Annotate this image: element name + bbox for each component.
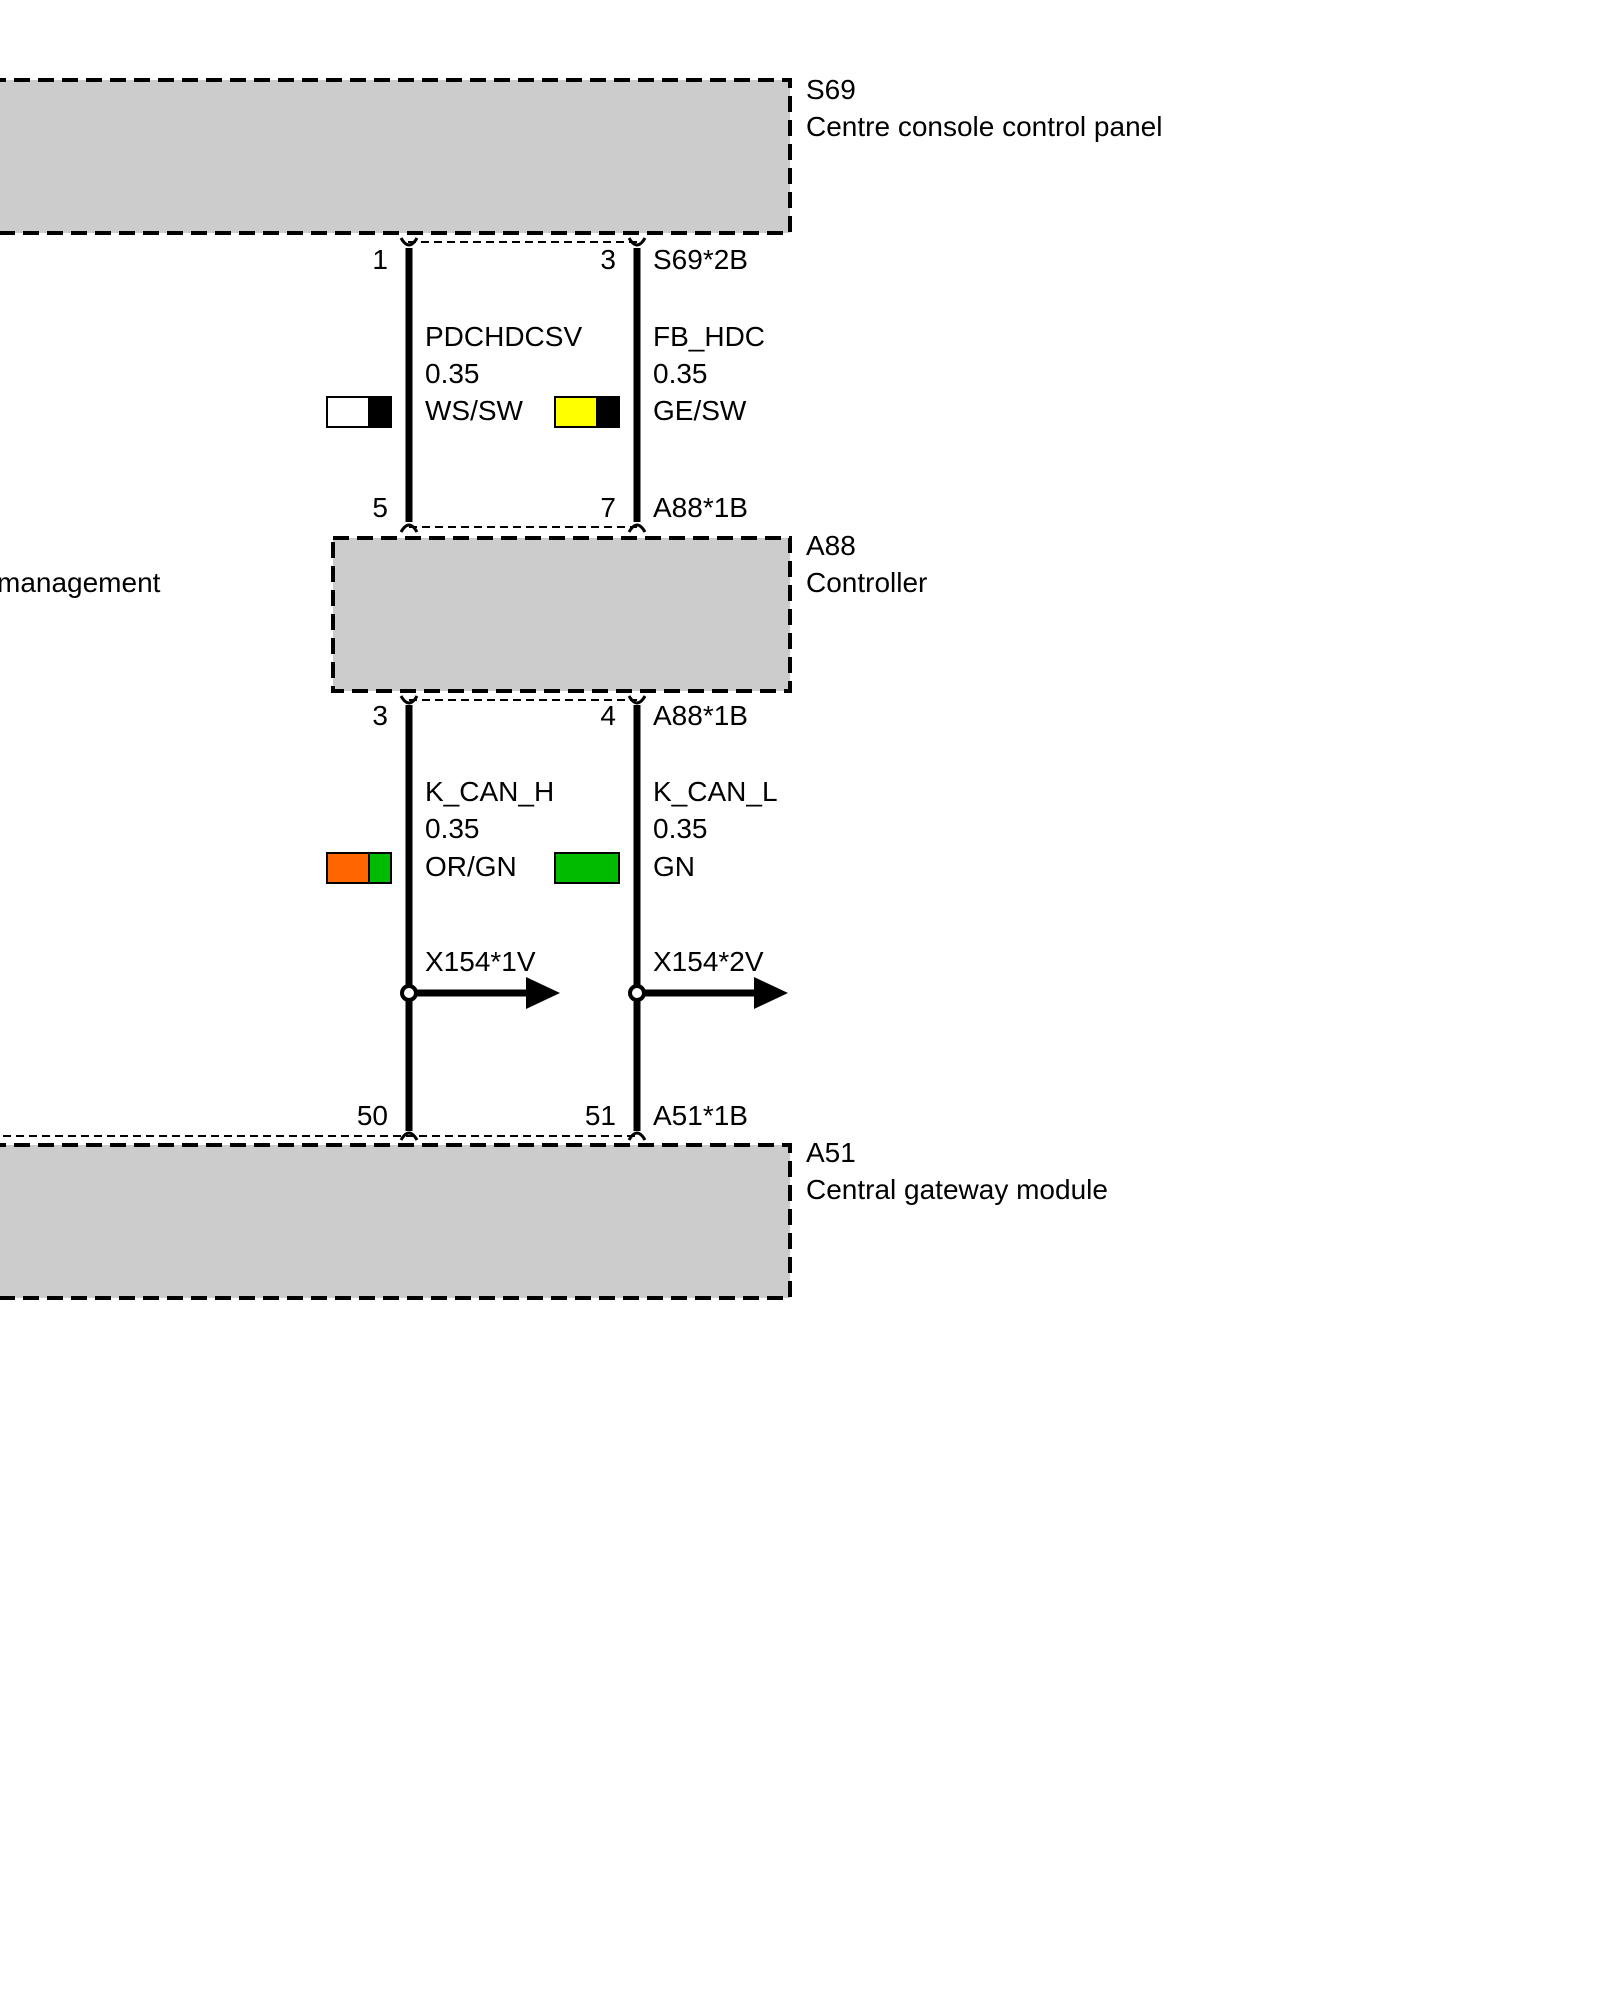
a51-box — [0, 1143, 792, 1300]
pin-number: 3 — [372, 700, 388, 731]
wire-size-label: 0.35 — [653, 813, 708, 844]
wire-color-label: GE/SW — [653, 395, 747, 426]
wire-size-label: 0.35 — [653, 358, 708, 389]
wire-size-label: 0.35 — [425, 358, 480, 389]
a88-name: Controller — [806, 567, 927, 598]
a88-1b-top-connector-label: A88*1B — [653, 492, 748, 523]
pin-terminal — [399, 695, 419, 705]
pin-terminal — [627, 695, 647, 705]
pin-number: 1 — [372, 244, 388, 275]
wire-color-label: OR/GN — [425, 851, 517, 882]
pin-number: 51 — [585, 1100, 616, 1131]
splice-arrow-head-1 — [526, 977, 560, 1009]
wire-size-label: 0.35 — [425, 813, 480, 844]
pin-number: 5 — [372, 492, 388, 523]
splice-label: X154*1V — [425, 946, 536, 977]
wire-signal-label: PDCHDCSV — [425, 321, 582, 352]
wire-color-label: GN — [653, 851, 695, 882]
a88-1b-bottom-connector-label: A88*1B — [653, 700, 748, 731]
a88-code: A88 — [806, 530, 856, 561]
splice-dot-1 — [400, 984, 418, 1002]
pin-terminal — [627, 1131, 647, 1141]
s69-2b-connector-outline — [408, 241, 638, 243]
pin-terminal — [399, 237, 419, 247]
pin-terminal — [627, 237, 647, 247]
swatch-ge — [554, 396, 598, 428]
s69-box — [0, 78, 792, 235]
splice-dot-2 — [628, 984, 646, 1002]
a88-box — [331, 536, 792, 693]
swatch-gn — [368, 852, 392, 884]
pin-number: 4 — [600, 700, 616, 731]
pin-terminal — [627, 523, 647, 533]
wire-signal-label: K_CAN_H — [425, 776, 554, 807]
pin-terminal — [399, 1131, 419, 1141]
pin-number: 50 — [357, 1100, 388, 1131]
wire-signal-label: FB_HDC — [653, 321, 765, 352]
s69-2b-connector-label: S69*2B — [653, 244, 748, 275]
wire-signal-label: K_CAN_L — [653, 776, 778, 807]
partial-component-label: management — [0, 567, 161, 598]
swatch-sw — [596, 396, 620, 428]
wire-color-label: WS/SW — [425, 395, 524, 426]
splice-arrow-head-2 — [754, 977, 788, 1009]
swatch-gn — [554, 852, 620, 884]
a51-1b-connector-label: A51*1B — [653, 1100, 748, 1131]
splice-label: X154*2V — [653, 946, 764, 977]
swatch-or — [326, 852, 370, 884]
pin-number: 3 — [600, 244, 616, 275]
swatch-sw — [368, 396, 392, 428]
s69-name: Centre console control panel — [806, 111, 1162, 142]
pin-number: 7 — [600, 492, 616, 523]
s69-code: S69 — [806, 74, 856, 105]
swatch-ws — [326, 396, 370, 428]
a51-name: Central gateway module — [806, 1174, 1108, 1205]
pin-terminal — [399, 523, 419, 533]
a51-code: A51 — [806, 1137, 856, 1168]
